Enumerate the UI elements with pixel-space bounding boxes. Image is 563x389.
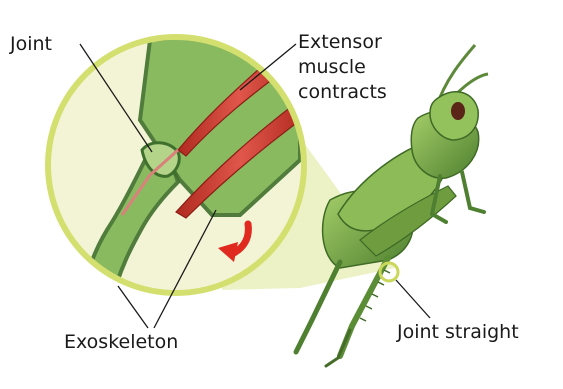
extensor-label-line-2: muscle [298,55,387,80]
joint-straight-label: Joint straight [397,321,519,344]
exoskeleton-leader-line-1 [118,286,148,328]
joint-label: Joint [10,33,52,56]
joint-straight-leader-line [396,280,430,318]
extensor-label-line-3: contracts [298,80,387,105]
extensor-label-line-1: Extensor [298,30,387,55]
exoskeleton-label: Exoskeleton [64,331,178,354]
extensor-label: Extensor muscle contracts [298,30,387,105]
